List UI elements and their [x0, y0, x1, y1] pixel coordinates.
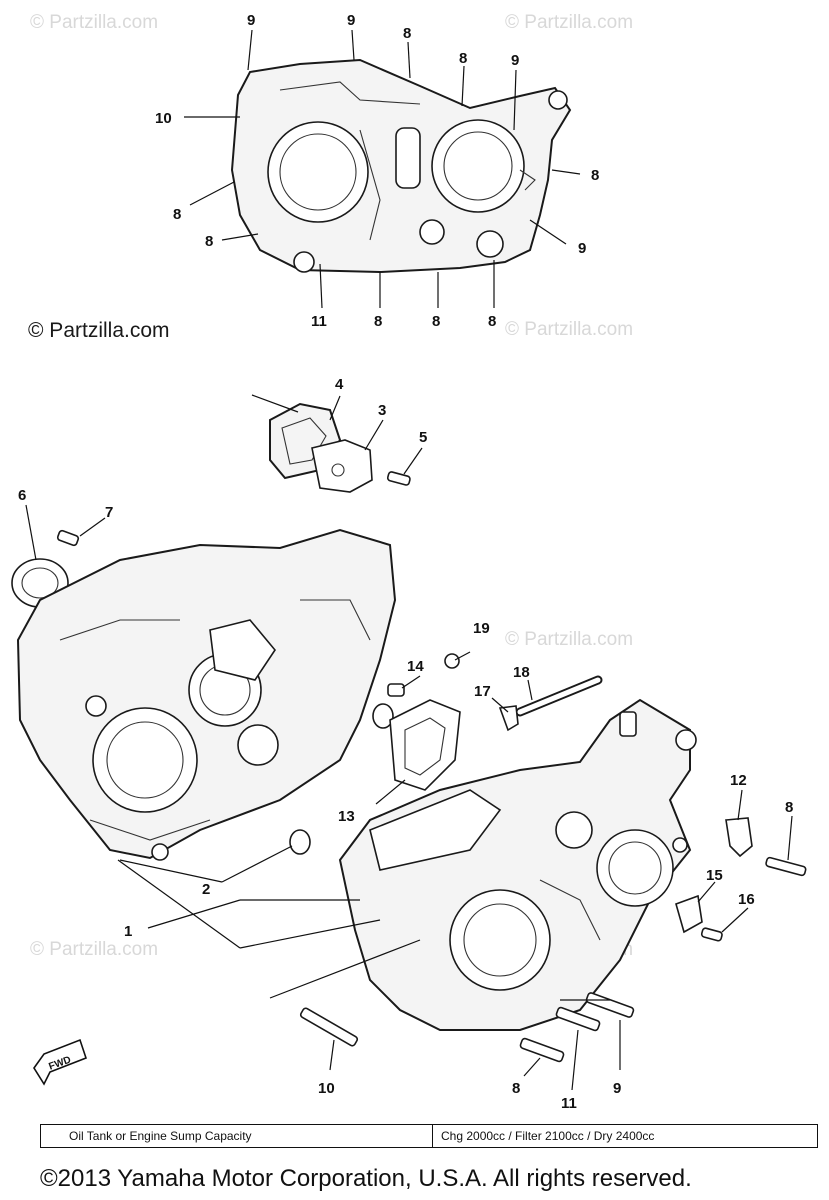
crankcase-top-view — [230, 58, 572, 274]
gasket-13 — [389, 699, 461, 791]
crankcase-left — [16, 528, 397, 861]
watermark: © Partzilla.com — [505, 319, 633, 340]
callout-label: 9 — [511, 52, 519, 69]
elbow-17 — [498, 705, 519, 732]
bolt-8 — [519, 1037, 565, 1063]
callout-label: 12 — [730, 772, 747, 789]
callout-label: 9 — [578, 240, 586, 257]
callout-label: 8 — [403, 25, 411, 42]
callout-label: 4 — [335, 376, 344, 393]
watermark-main: © Partzilla.com — [28, 319, 170, 342]
callout-label: 17 — [474, 683, 491, 700]
crankcase-right — [338, 698, 697, 1031]
callout-label: 16 — [738, 891, 755, 908]
callout-label: 5 — [419, 429, 427, 446]
callout-label: 9 — [347, 12, 355, 29]
callout-label: 8 — [459, 50, 467, 67]
callout-label: 11 — [311, 313, 327, 330]
callout-label: 9 — [613, 1080, 621, 1097]
callout-label: 8 — [591, 167, 599, 184]
bracket-12 — [725, 817, 753, 858]
callout-label: 15 — [706, 867, 723, 884]
cover-parts — [251, 394, 423, 493]
bolt-11 — [555, 1006, 601, 1032]
callout-label: 2 — [202, 881, 210, 898]
fwd-arrow-icon: FWD — [33, 1038, 87, 1086]
callout-label: 13 — [338, 808, 355, 825]
callout-label: 9 — [247, 12, 255, 29]
callout-label: 6 — [18, 487, 26, 504]
top-leaders — [184, 29, 581, 309]
nut-19 — [444, 653, 460, 669]
callout-label: 10 — [318, 1080, 335, 1097]
dowel-pin — [289, 829, 311, 855]
callout-label: 8 — [785, 799, 793, 816]
callout-label: 8 — [488, 313, 496, 330]
bolt-10 — [299, 1007, 359, 1047]
bolt-14 — [387, 683, 405, 697]
callout-label: 3 — [378, 402, 386, 419]
top-callouts: 9 9 8 8 9 10 8 8 9 8 11 8 8 8 — [155, 12, 599, 330]
callout-label: 1 — [124, 923, 132, 940]
callout-label: 8 — [512, 1080, 520, 1097]
capacity-table: Oil Tank or Engine Sump Capacity Chg 200… — [40, 1124, 818, 1148]
callout-label: 8 — [173, 206, 181, 223]
callout-label: 19 — [473, 620, 490, 637]
copyright-notice: ©2013 Yamaha Motor Corporation, U.S.A. A… — [40, 1165, 692, 1192]
capacity-value: Chg 2000cc / Filter 2100cc / Dry 2400cc — [441, 1129, 655, 1143]
callout-label: 7 — [105, 504, 113, 521]
watermark: © Partzilla.com — [30, 939, 158, 960]
callout-label: 14 — [407, 658, 424, 675]
watermark: © Partzilla.com — [30, 12, 158, 33]
callout-label: 18 — [513, 664, 530, 681]
bracket-15 — [675, 894, 703, 934]
capacity-label: Oil Tank or Engine Sump Capacity — [41, 1125, 433, 1147]
callout-label: 8 — [374, 313, 382, 330]
bolt-8 — [765, 856, 807, 877]
bottom-callouts: 19 14 18 17 13 12 8 2 15 16 1 10 8 11 9 — [124, 620, 793, 1112]
callout-label: 8 — [432, 313, 440, 330]
bottom-leaders — [117, 651, 793, 1091]
callout-label: 10 — [155, 110, 172, 127]
watermark: © Partzilla.com — [505, 12, 633, 33]
callout-label: 8 — [205, 233, 213, 250]
bolt-16 — [700, 927, 723, 942]
callout-label: 11 — [561, 1095, 577, 1112]
bolt-9 — [585, 992, 635, 1018]
watermark: © Partzilla.com — [505, 629, 633, 650]
